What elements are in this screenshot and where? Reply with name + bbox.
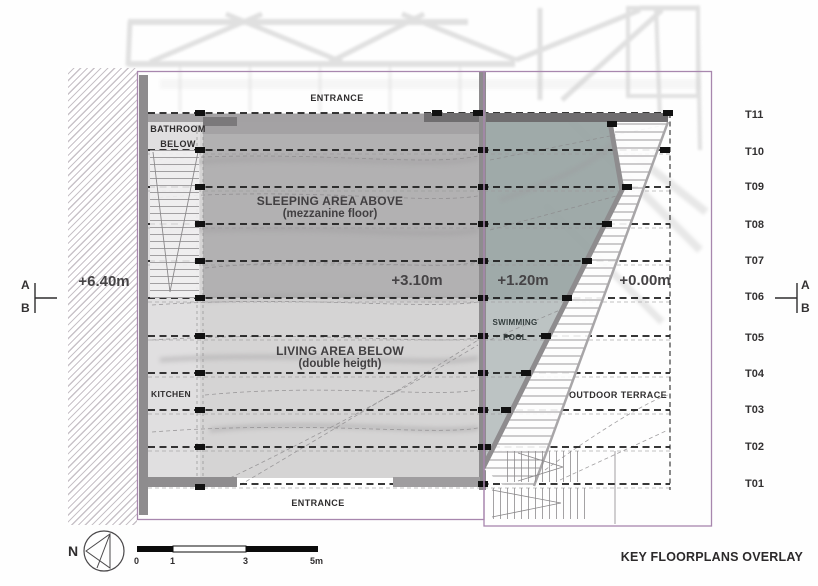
terrace-label-t10: T10 <box>745 146 764 158</box>
interior-stair <box>150 150 199 298</box>
level-310-label: +3.10m <box>391 272 443 289</box>
pool-area-shape <box>485 122 621 468</box>
ghost-structure-overlay <box>125 5 702 151</box>
level-640-label: +6.40m <box>78 273 130 290</box>
terrace-label-t04: T04 <box>745 368 764 380</box>
exterior-stairs <box>489 451 616 524</box>
scale-tick-3: 3 <box>243 556 249 566</box>
scale-bar <box>137 545 318 553</box>
column-markers <box>195 110 673 490</box>
drawing-title: KEY FLOORPLANS OVERLAY <box>620 550 803 564</box>
section-a-right-label: A <box>801 278 810 292</box>
entrance-top-label: ENTRANCE <box>310 93 364 103</box>
hatched-wall-strip <box>68 68 137 525</box>
terrace-label-t08: T08 <box>745 219 764 231</box>
section-a-left-label: A <box>21 278 30 292</box>
terrace-label-t01: T01 <box>745 478 764 490</box>
plan-borders <box>136 70 713 527</box>
terrace-label-t03: T03 <box>745 404 764 416</box>
living-area-label: LIVING AREA BELOW (double heigth) <box>276 344 404 370</box>
section-b-left-label: B <box>21 301 30 315</box>
terrace-label-t11: T11 <box>745 109 764 121</box>
swimming-pool-label: SWIMMING POOL <box>492 318 538 342</box>
terrace-label-t09: T09 <box>745 181 764 193</box>
section-b-right-label: B <box>801 301 810 315</box>
terrace-label-t05: T05 <box>745 332 764 344</box>
bathroom-below-label: BATHROOM BELOW <box>150 124 206 149</box>
level-000-label: +0.00m <box>619 272 671 289</box>
terrace-label-t02: T02 <box>745 441 764 453</box>
scale-tick-0: 0 <box>134 556 140 566</box>
kitchen-label: KITCHEN <box>151 389 191 399</box>
entrance-bottom-label: ENTRANCE <box>291 498 345 508</box>
terrace-label-t07: T07 <box>745 255 764 267</box>
terrace-label-t06: T06 <box>745 291 764 303</box>
scale-tick-5m: 5m <box>310 556 324 566</box>
north-arrow-icon <box>83 530 125 572</box>
level-120-label: +1.20m <box>497 272 549 289</box>
walls <box>139 71 668 515</box>
outdoor-terrace-label: OUTDOOR TERRACE <box>569 390 667 400</box>
scale-tick-1: 1 <box>170 556 176 566</box>
sleeping-area-label: SLEEPING AREA ABOVE (mezzanine floor) <box>256 194 404 220</box>
north-label: N <box>68 543 79 559</box>
section-lines <box>34 283 798 313</box>
